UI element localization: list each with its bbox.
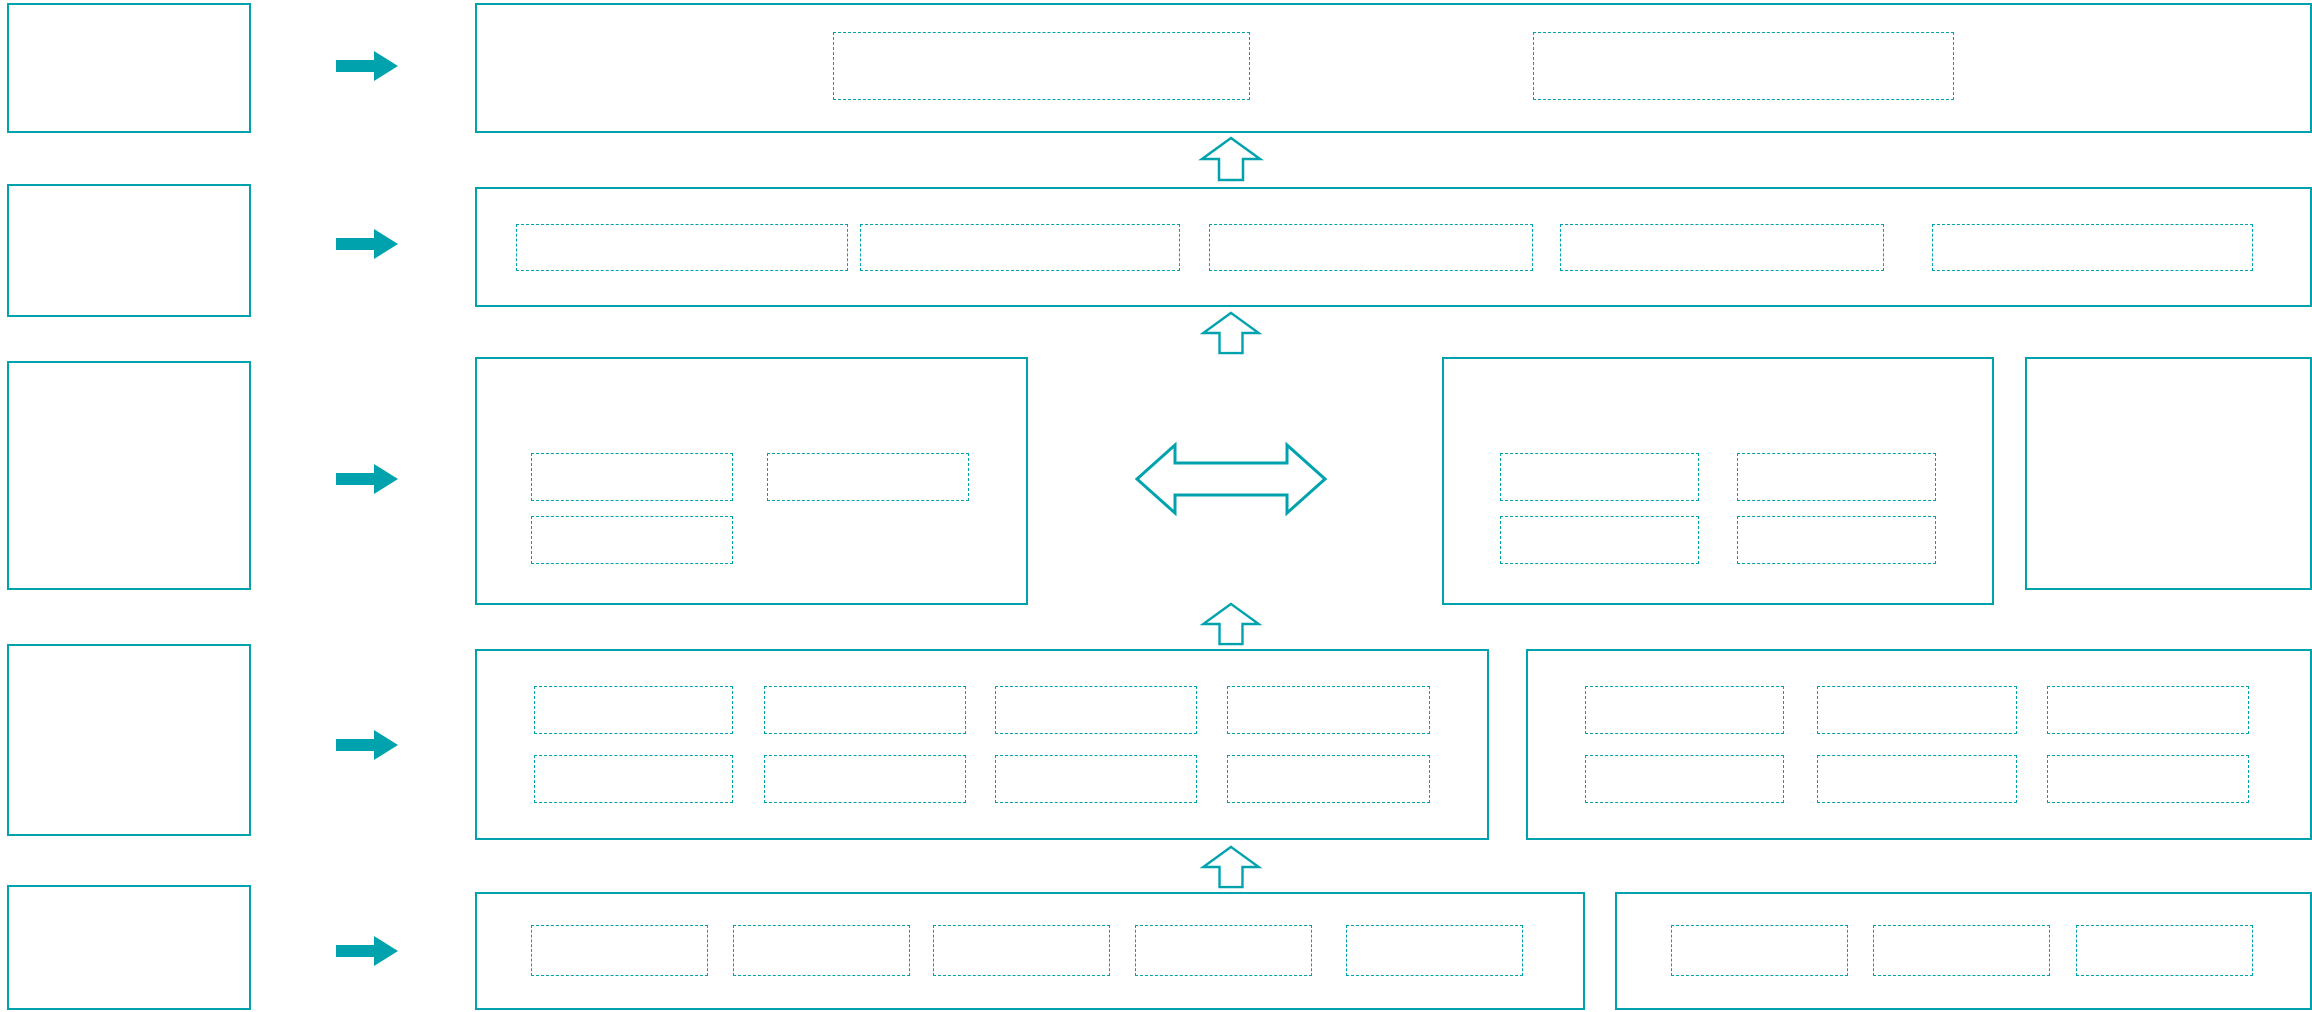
row-5-placeholder [1135, 925, 1312, 976]
row-4-placeholder [1227, 755, 1430, 803]
row-4-placeholder [1227, 686, 1430, 734]
row-3-side-container [2025, 357, 2312, 590]
row-4-placeholder [1817, 755, 2017, 803]
double-arrow-icon [1135, 435, 1327, 523]
row-3-placeholder [531, 453, 733, 501]
row-2-placeholder [1209, 224, 1533, 271]
row-4-placeholder [1585, 755, 1784, 803]
row-3-label-box [7, 361, 251, 590]
right-arrow-icon [336, 464, 398, 494]
row-4-placeholder [2047, 686, 2249, 734]
row-5-placeholder [531, 925, 708, 976]
row-4-placeholder [2047, 755, 2249, 803]
row-3-placeholder [1500, 516, 1699, 564]
row-2-placeholder [516, 224, 848, 271]
row-1-label-box [7, 3, 251, 133]
row-4-placeholder [1817, 686, 2017, 734]
right-arrow-icon [336, 229, 398, 259]
row-3-placeholder [767, 453, 969, 501]
row-4-placeholder [995, 755, 1197, 803]
row-4-placeholder [534, 755, 733, 803]
row-1-container [475, 3, 2312, 133]
row-5-placeholder [933, 925, 1110, 976]
row-4-placeholder [534, 686, 733, 734]
up-arrow-icon [1198, 845, 1264, 889]
up-arrow-icon [1198, 311, 1264, 355]
row-1-placeholder [833, 32, 1250, 100]
row-4-placeholder [1585, 686, 1784, 734]
row-3-placeholder [1737, 453, 1936, 501]
row-2-placeholder [1560, 224, 1884, 271]
row-5-placeholder [1671, 925, 1848, 976]
row-5-placeholder [1346, 925, 1523, 976]
row-4-label-box [7, 644, 251, 836]
row-2-label-box [7, 184, 251, 317]
right-arrow-icon [336, 730, 398, 760]
row-3-placeholder [1737, 516, 1936, 564]
row-4-placeholder [764, 755, 966, 803]
row-5-placeholder [1873, 925, 2050, 976]
row-4-right-container [1526, 649, 2312, 840]
right-arrow-icon [336, 51, 398, 81]
row-4-left-container [475, 649, 1489, 840]
right-arrow-icon [336, 936, 398, 966]
row-5-placeholder [2076, 925, 2253, 976]
row-2-placeholder [1932, 224, 2253, 271]
up-arrow-icon [1198, 602, 1264, 646]
row-4-placeholder [995, 686, 1197, 734]
row-3-placeholder [531, 516, 733, 564]
row-5-label-box [7, 885, 251, 1010]
row-2-placeholder [860, 224, 1180, 271]
up-arrow-icon [1198, 136, 1264, 182]
row-3-placeholder [1500, 453, 1699, 501]
row-1-placeholder [1533, 32, 1954, 100]
row-4-placeholder [764, 686, 966, 734]
row-5-placeholder [733, 925, 910, 976]
